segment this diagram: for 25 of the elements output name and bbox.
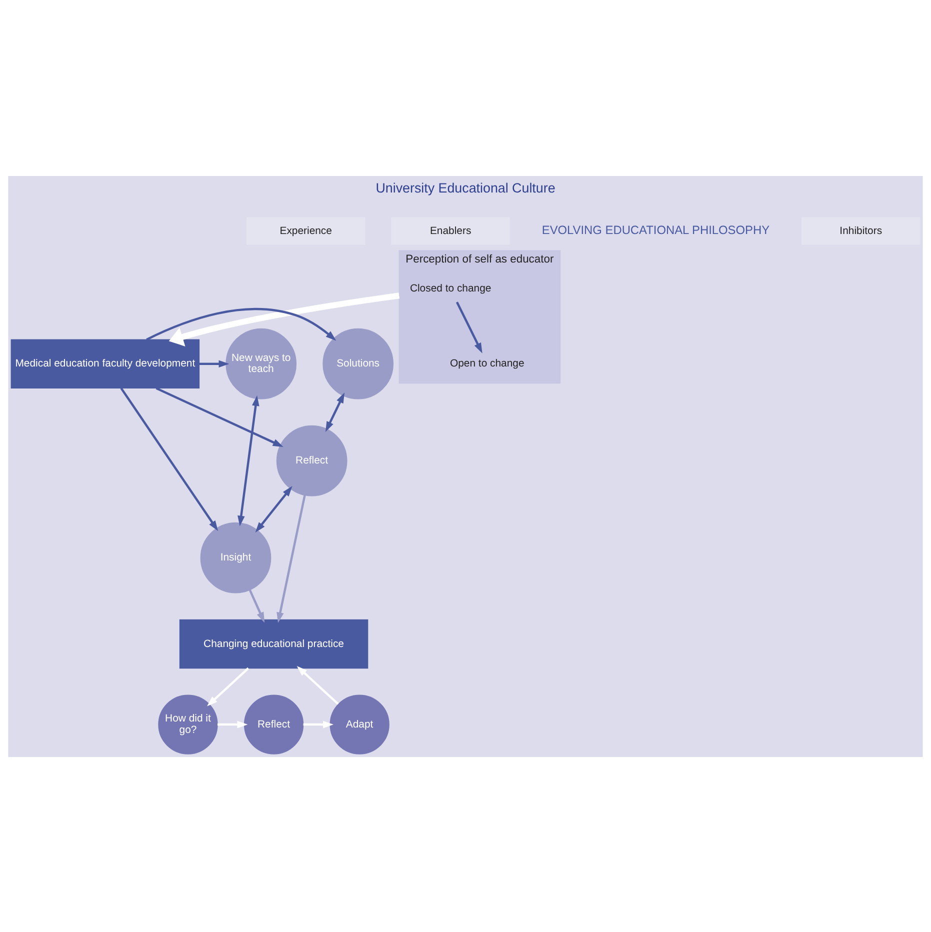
node-box: Medical education faculty development bbox=[10, 338, 200, 388]
arrow bbox=[238, 394, 260, 526]
arrow bbox=[276, 494, 306, 622]
node-circle: New ways to teach bbox=[226, 328, 297, 399]
arrow bbox=[303, 720, 334, 728]
arrow bbox=[199, 360, 230, 368]
arrow bbox=[325, 392, 345, 432]
arrow bbox=[255, 486, 292, 532]
arrow bbox=[207, 666, 250, 706]
node-circle: Solutions bbox=[322, 328, 394, 399]
arrow bbox=[156, 386, 284, 446]
diagram-title: University Educational Culture bbox=[376, 180, 556, 196]
arrow bbox=[296, 665, 339, 704]
arrow bbox=[146, 307, 336, 340]
arrow bbox=[248, 589, 265, 622]
node-text: Closed to change bbox=[410, 282, 492, 294]
node-circle: Reflect bbox=[244, 694, 304, 754]
arrow bbox=[456, 301, 482, 353]
arrow bbox=[217, 720, 248, 728]
node-box: Changing educational practice bbox=[179, 618, 368, 668]
node-circle: Adapt bbox=[330, 694, 390, 754]
label: EVOLVING EDUCATIONAL PHILOSOPHY bbox=[542, 222, 770, 236]
arrow bbox=[120, 387, 218, 531]
node-text: Open to change bbox=[450, 358, 524, 370]
arrow bbox=[168, 292, 400, 346]
